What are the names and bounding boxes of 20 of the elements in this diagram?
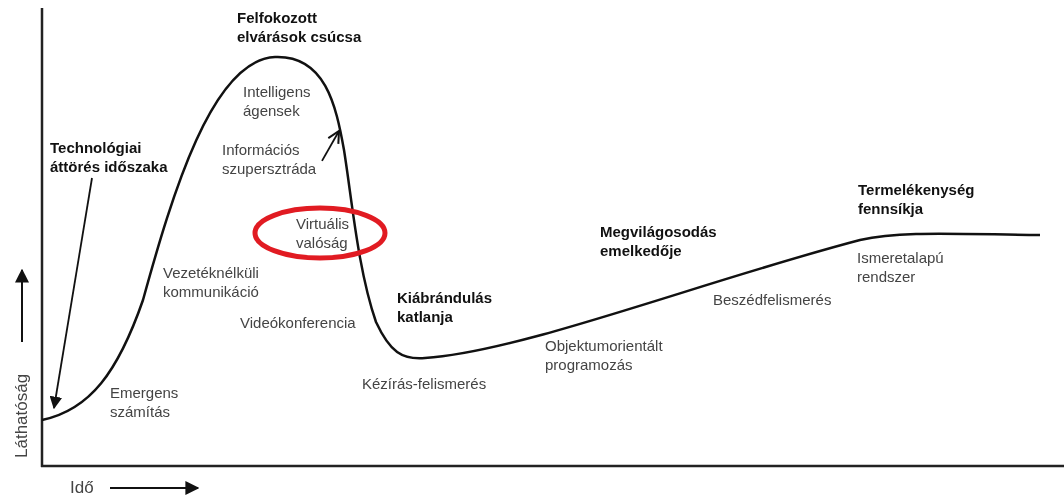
technology-label: Intelligens ágensek — [243, 82, 312, 120]
phase-label: Megvilágosodás emelkedője — [600, 222, 718, 260]
leader-arrow — [321, 130, 340, 162]
technology-label: Emergens számítás — [110, 383, 180, 421]
technology-label: Objektumorientált programozás — [545, 336, 664, 374]
phase-label: Termelékenység fennsíkja — [858, 180, 976, 218]
axis-label: Idő — [70, 478, 94, 497]
technology-label: Vezetéknélküli kommunikáció — [163, 263, 260, 301]
technology-label: Kézírás-felismerés — [362, 374, 488, 393]
technology-label: Videókonferencia — [240, 313, 357, 332]
technology-label: Beszédfelismerés — [713, 290, 833, 309]
phase-label: Kiábrándulás katlanja — [397, 288, 494, 326]
axis-label: Láthatóság — [12, 373, 31, 458]
technology-label: Virtuális valóság — [296, 214, 351, 252]
phase-label: Technológiai áttörés időszaka — [50, 138, 190, 176]
phase-label: Felfokozott elvárások csúcsa — [237, 8, 363, 46]
leader-arrow — [49, 177, 93, 410]
technology-label: Ismeretalapú rendszer — [857, 248, 945, 286]
highlight-ellipse — [252, 205, 388, 261]
technology-label: Információs szupersztráda — [222, 140, 320, 178]
